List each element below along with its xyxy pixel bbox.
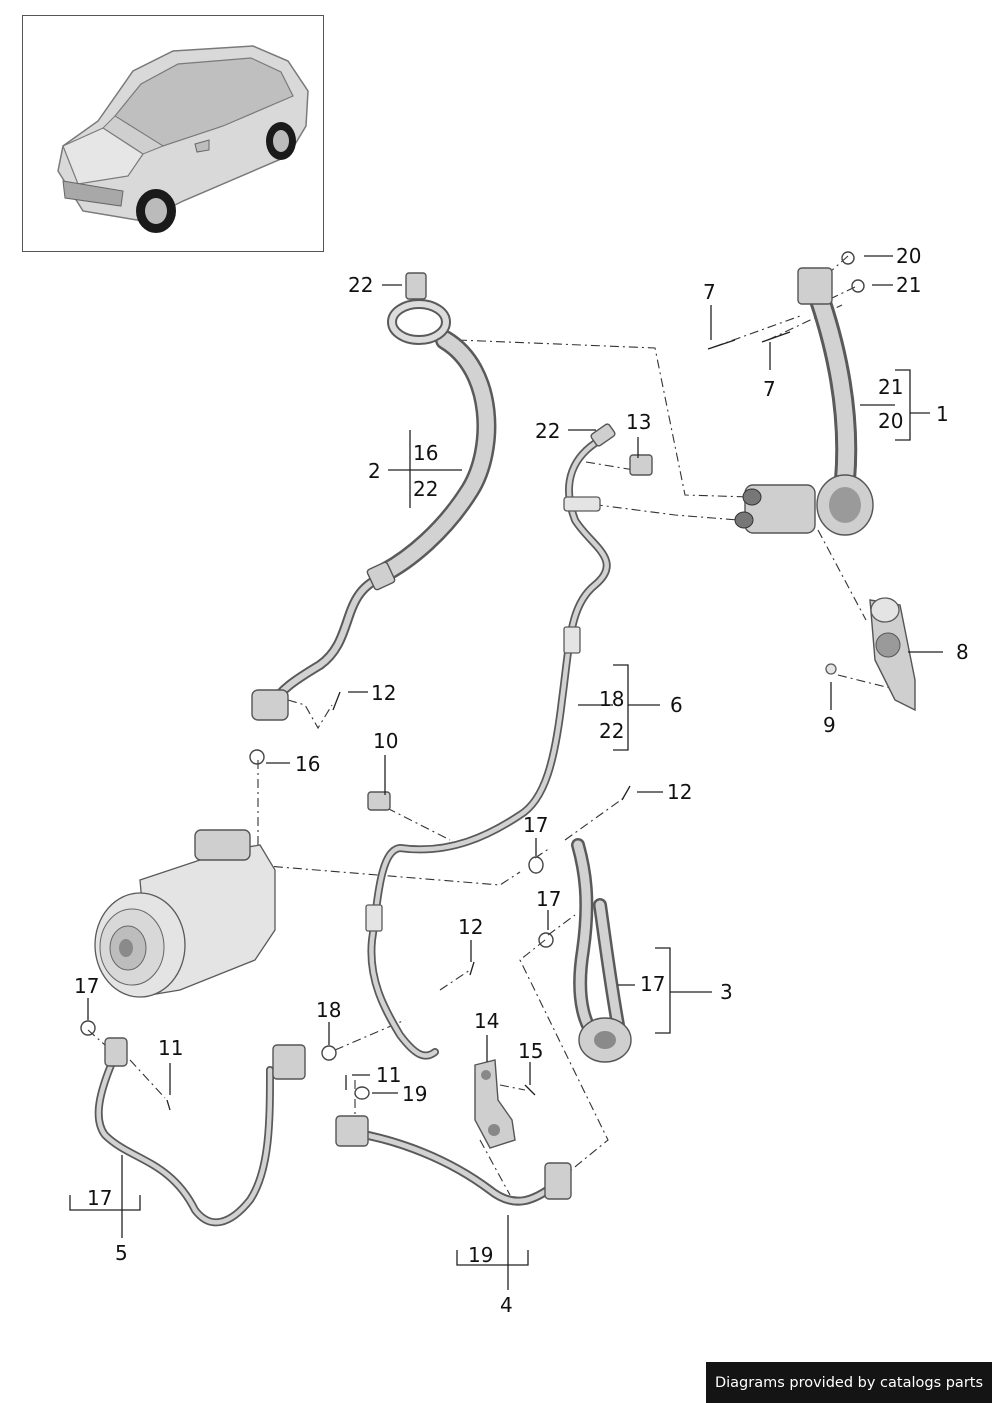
callout-7-b: 7 (763, 377, 776, 401)
callout-16: 16 (295, 752, 320, 776)
callout-16-box: 16 (413, 441, 438, 465)
callout-21-top: 21 (896, 273, 921, 297)
fitting-22-top (405, 272, 427, 300)
callout-22-box: 22 (413, 477, 438, 501)
callout-22-box6: 22 (599, 719, 624, 743)
label-leaders (69, 255, 943, 1290)
vehicle-thumbnail (22, 15, 324, 252)
callout-3: 3 (720, 980, 733, 1004)
callout-15: 15 (518, 1039, 543, 1063)
callout-2: 2 (368, 459, 381, 483)
part-13 (629, 454, 653, 476)
bracket-14 (474, 1059, 516, 1149)
callout-6: 6 (670, 693, 683, 717)
callout-11-a: 11 (158, 1036, 183, 1060)
callout-19-box: 19 (468, 1243, 493, 1267)
callout-1: 1 (936, 402, 949, 426)
components (80, 251, 916, 1149)
callout-22-b: 22 (535, 419, 560, 443)
callout-17-a: 17 (523, 813, 548, 837)
callout-21-box: 21 (878, 375, 903, 399)
callouts: 22 20 21 7 7 22 13 16 22 2 21 20 1 8 9 1… (74, 244, 969, 1317)
dash-leaders (87, 255, 891, 1196)
fitting-hose-2 (251, 689, 289, 721)
footer-credit: Diagrams provided by catalogs parts (706, 1362, 992, 1403)
part-10 (367, 791, 391, 811)
callout-14: 14 (474, 1009, 499, 1033)
callout-7-a: 7 (703, 280, 716, 304)
callout-9: 9 (823, 713, 836, 737)
callout-8: 8 (956, 640, 969, 664)
callout-11-b: 11 (376, 1063, 401, 1087)
callout-12-a: 12 (371, 681, 396, 705)
callout-12-c: 12 (458, 915, 483, 939)
ac-compressor (94, 829, 276, 998)
callout-19: 19 (402, 1082, 427, 1106)
callout-13: 13 (626, 410, 651, 434)
callout-17-box3: 17 (640, 972, 665, 996)
pipes (94, 267, 858, 1227)
valve-block (734, 474, 874, 536)
bolts (166, 331, 837, 1111)
callout-20-top: 20 (896, 244, 921, 268)
callout-4: 4 (500, 1293, 513, 1317)
callout-18-box: 18 (599, 687, 624, 711)
o-rings (80, 251, 865, 1100)
callout-20-box: 20 (878, 409, 903, 433)
callout-10: 10 (373, 729, 398, 753)
callout-17-box5: 17 (87, 1186, 112, 1210)
callout-5: 5 (115, 1241, 128, 1265)
callout-17-b: 17 (536, 887, 561, 911)
callout-18: 18 (316, 998, 341, 1022)
callout-12-b: 12 (667, 780, 692, 804)
bracket-8 (869, 597, 916, 712)
callout-17-c: 17 (74, 974, 99, 998)
callout-22-a: 22 (348, 273, 373, 297)
car-suv-icon (57, 45, 309, 233)
